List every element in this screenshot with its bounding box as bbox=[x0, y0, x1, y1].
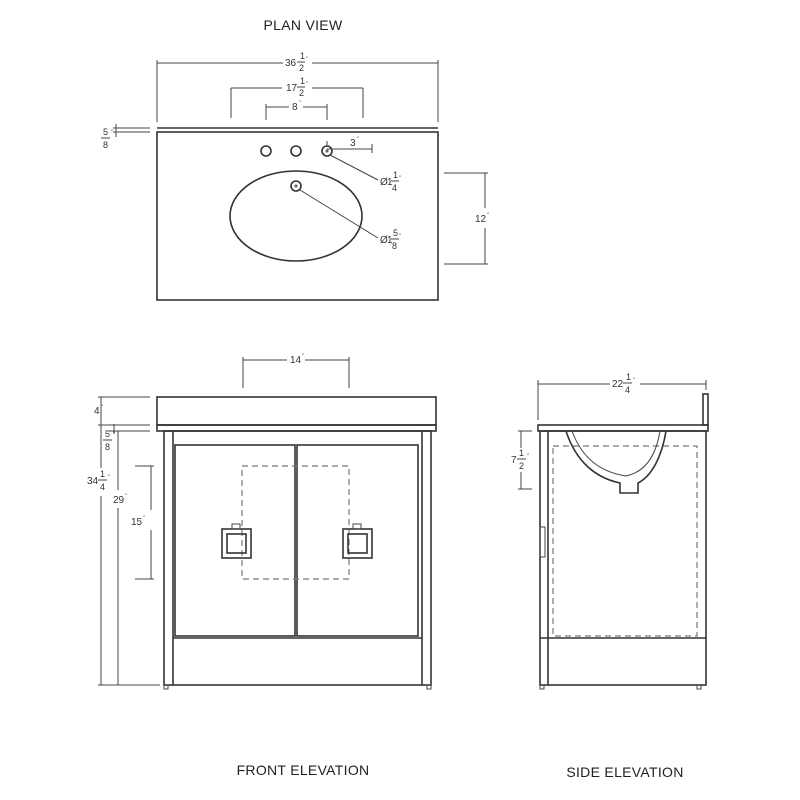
svg-text:": " bbox=[633, 378, 635, 384]
front-elevation: 14 " 4 " 5 8 " 34 1 4 " bbox=[87, 354, 437, 690]
side-sink-bowl bbox=[565, 430, 667, 494]
svg-text:4: 4 bbox=[392, 183, 397, 193]
svg-text:17: 17 bbox=[286, 83, 298, 94]
svg-text:": " bbox=[527, 454, 529, 460]
svg-text:": " bbox=[399, 176, 401, 182]
svg-text:8: 8 bbox=[392, 241, 397, 251]
svg-text:4: 4 bbox=[625, 385, 630, 395]
svg-text:": " bbox=[299, 101, 301, 107]
front-cabinet-frame bbox=[163, 430, 432, 686]
dim-basin-depth: 7 1 2 " bbox=[511, 430, 532, 490]
svg-text:15: 15 bbox=[131, 517, 143, 528]
dim-top-depth: 12 " bbox=[444, 172, 489, 265]
dim-overall-width: 36 1 2 " bbox=[156, 51, 439, 122]
front-handle-left bbox=[221, 523, 252, 559]
svg-text:1: 1 bbox=[519, 448, 524, 458]
svg-text:22: 22 bbox=[612, 379, 624, 390]
dim-overall-depth: 22 1 4 " bbox=[537, 372, 707, 420]
svg-text:": " bbox=[143, 516, 145, 522]
svg-text:7: 7 bbox=[511, 455, 517, 466]
svg-text:5: 5 bbox=[105, 429, 110, 439]
plan-faucet-hole-left bbox=[260, 145, 272, 157]
svg-text:5: 5 bbox=[103, 127, 108, 137]
svg-text:1: 1 bbox=[387, 177, 393, 188]
svg-text:": " bbox=[111, 130, 113, 136]
svg-text:": " bbox=[399, 234, 401, 240]
svg-text:Ø: Ø bbox=[380, 235, 388, 246]
svg-text:1: 1 bbox=[626, 372, 631, 382]
plan-countertop bbox=[156, 131, 439, 301]
front-hidden-basin-outline bbox=[241, 465, 350, 580]
svg-text:2: 2 bbox=[519, 461, 524, 471]
plan-faucet-hole-right bbox=[321, 145, 333, 157]
svg-text:": " bbox=[101, 405, 103, 411]
svg-text:29: 29 bbox=[113, 495, 125, 506]
svg-text:1: 1 bbox=[300, 51, 305, 61]
svg-text:8: 8 bbox=[103, 140, 108, 150]
svg-text:": " bbox=[487, 213, 489, 219]
svg-text:": " bbox=[108, 475, 110, 481]
dim-faucet-spread: 8 " bbox=[265, 101, 328, 120]
side-cabinet-body bbox=[539, 430, 707, 686]
svg-text:1: 1 bbox=[300, 76, 305, 86]
svg-text:": " bbox=[302, 354, 304, 360]
plan-faucet-hole-center bbox=[290, 145, 302, 157]
front-door-right bbox=[296, 444, 419, 637]
svg-text:36: 36 bbox=[285, 58, 297, 69]
svg-text:1: 1 bbox=[393, 170, 398, 180]
dim-top-thickness-plan: 5 8 " bbox=[101, 124, 150, 150]
svg-text:34: 34 bbox=[87, 476, 99, 487]
side-handle bbox=[539, 526, 546, 558]
svg-text:": " bbox=[306, 82, 308, 88]
side-elevation-title: SIDE ELEVATION bbox=[566, 764, 683, 780]
dim-overall-height: 34 1 4 " bbox=[87, 397, 160, 686]
svg-text:2: 2 bbox=[299, 63, 304, 73]
plan-drain-hole bbox=[290, 180, 302, 192]
front-backsplash bbox=[156, 396, 437, 426]
front-countertop bbox=[156, 424, 437, 432]
plan-view-title: PLAN VIEW bbox=[264, 17, 343, 33]
svg-text:2: 2 bbox=[299, 88, 304, 98]
svg-text:1: 1 bbox=[387, 235, 393, 246]
svg-text:14: 14 bbox=[290, 355, 302, 366]
svg-text:4: 4 bbox=[100, 482, 105, 492]
svg-text:12: 12 bbox=[475, 214, 487, 225]
dim-backsplash-height: 4 " bbox=[94, 396, 150, 426]
dim-faucet-hole-diameter: Ø 1 1 4 " bbox=[329, 154, 401, 193]
svg-text:": " bbox=[125, 494, 127, 500]
dim-hole-offset: 3 " bbox=[326, 137, 373, 153]
dim-inner-width: 17 1 2 " bbox=[230, 76, 364, 118]
svg-text:5: 5 bbox=[393, 228, 398, 238]
svg-text:3: 3 bbox=[350, 138, 356, 149]
front-handle-right bbox=[342, 523, 373, 559]
side-backsplash bbox=[702, 393, 709, 426]
side-elevation: 22 1 4 " 7 1 2 " bbox=[511, 372, 709, 690]
dim-top-thickness-front: 5 8 " bbox=[103, 424, 150, 452]
plan-sink-basin bbox=[229, 170, 363, 262]
svg-text:": " bbox=[113, 432, 115, 438]
side-hidden-interior-outline bbox=[552, 445, 698, 637]
front-elevation-title: FRONT ELEVATION bbox=[237, 762, 370, 778]
plan-view: 36 1 2 " 17 1 2 " 8 " bbox=[101, 51, 489, 301]
front-door-left bbox=[174, 444, 296, 637]
svg-text:1: 1 bbox=[100, 469, 105, 479]
dim-drain-hole-diameter: Ø 1 5 8 " bbox=[299, 189, 401, 251]
svg-text:4: 4 bbox=[94, 406, 100, 417]
svg-text:": " bbox=[357, 137, 359, 143]
side-countertop bbox=[537, 424, 709, 432]
svg-text:8: 8 bbox=[105, 442, 110, 452]
dim-cabinet-height: 29 " bbox=[113, 431, 127, 685]
svg-text:": " bbox=[306, 57, 308, 63]
dim-basin-width: 14 " bbox=[242, 354, 350, 388]
dim-interior-height: 15 " bbox=[131, 465, 154, 580]
svg-text:Ø: Ø bbox=[380, 177, 388, 188]
svg-text:8: 8 bbox=[292, 102, 298, 113]
